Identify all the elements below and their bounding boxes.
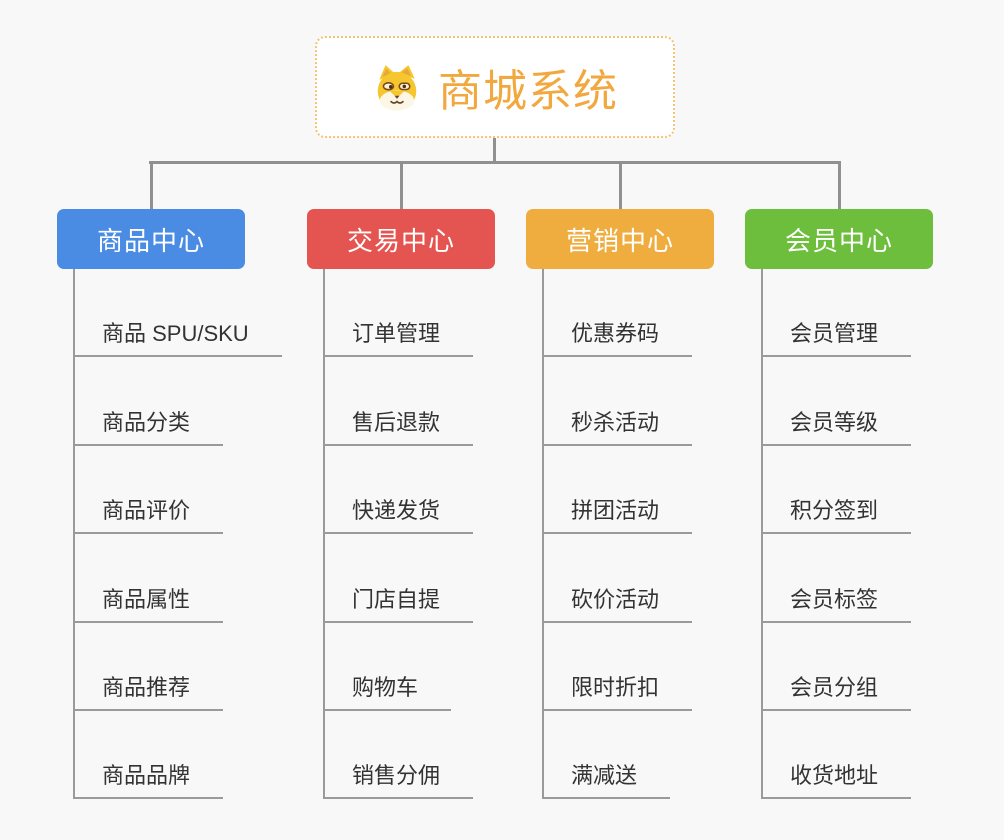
leaf-node[interactable]: 会员标签 bbox=[761, 582, 912, 623]
connector-horizontal bbox=[149, 161, 840, 164]
leaf-node[interactable]: 拼团活动 bbox=[542, 493, 693, 535]
leaf-node[interactable]: 商品属性 bbox=[73, 582, 224, 623]
connector-trunk bbox=[493, 138, 496, 164]
leaf-slot: 会员等级 bbox=[745, 357, 995, 446]
leaf-node[interactable]: 门店自提 bbox=[323, 582, 474, 623]
leaf-slot: 商品 SPU/SKU bbox=[57, 269, 307, 358]
branch-node-2[interactable]: 营销中心 bbox=[526, 209, 714, 269]
leaf-node[interactable]: 购物车 bbox=[323, 670, 452, 711]
leaf-node[interactable]: 优惠券码 bbox=[542, 316, 693, 358]
leaf-slot: 订单管理 bbox=[307, 269, 557, 358]
leaf-node[interactable]: 满减送 bbox=[542, 758, 671, 800]
leaf-slot: 会员分组 bbox=[745, 623, 995, 711]
leaf-slot: 砍价活动 bbox=[526, 534, 776, 623]
branch-node-1[interactable]: 交易中心 bbox=[307, 209, 495, 269]
leaf-slot: 门店自提 bbox=[307, 534, 557, 623]
leaf-node[interactable]: 快递发货 bbox=[323, 493, 474, 535]
leaf-node[interactable]: 销售分佣 bbox=[323, 758, 474, 800]
leaf-slot: 积分签到 bbox=[745, 446, 995, 535]
column-vline bbox=[761, 269, 763, 799]
leaf-slot: 会员管理 bbox=[745, 269, 995, 358]
leaf-slot: 秒杀活动 bbox=[526, 357, 776, 446]
leaf-node[interactable]: 秒杀活动 bbox=[542, 405, 693, 446]
branch-column-0: 商品 SPU/SKU 商品分类商品评价商品属性商品推荐商品品牌 bbox=[57, 269, 307, 800]
leaf-slot: 商品评价 bbox=[57, 446, 307, 535]
leaf-node[interactable]: 收货地址 bbox=[761, 758, 912, 800]
branch-node-3[interactable]: 会员中心 bbox=[745, 209, 933, 269]
column-vline bbox=[542, 269, 544, 799]
leaf-node[interactable]: 商品品牌 bbox=[73, 758, 224, 800]
leaf-node[interactable]: 会员等级 bbox=[761, 405, 912, 446]
leaf-node[interactable]: 商品评价 bbox=[73, 493, 224, 535]
root-node[interactable]: 商城系统 bbox=[315, 36, 675, 138]
column-vline bbox=[323, 269, 325, 799]
leaf-slot: 限时折扣 bbox=[526, 623, 776, 711]
root-title: 商城系统 bbox=[438, 67, 618, 116]
leaf-node[interactable]: 砍价活动 bbox=[542, 582, 693, 623]
leaf-node[interactable]: 会员分组 bbox=[761, 670, 912, 711]
connector-drop bbox=[837, 161, 841, 210]
leaf-slot: 收货地址 bbox=[745, 711, 995, 800]
leaf-node[interactable]: 商品 SPU/SKU bbox=[73, 316, 282, 358]
leaf-node[interactable]: 商品推荐 bbox=[73, 670, 224, 711]
leaf-slot: 商品品牌 bbox=[57, 711, 307, 800]
leaf-node[interactable]: 商品分类 bbox=[73, 405, 224, 446]
connector-drop bbox=[399, 161, 403, 210]
leaf-slot: 满减送 bbox=[526, 711, 776, 800]
column-vline bbox=[73, 269, 75, 799]
branch-column-2: 优惠券码秒杀活动拼团活动砍价活动限时折扣满减送 bbox=[526, 269, 776, 800]
branch-column-3: 会员管理会员等级积分签到会员标签会员分组收货地址 bbox=[745, 269, 995, 800]
leaf-slot: 购物车 bbox=[307, 623, 557, 711]
leaf-slot: 商品推荐 bbox=[57, 623, 307, 711]
leaf-slot: 商品属性 bbox=[57, 534, 307, 623]
leaf-node[interactable]: 积分签到 bbox=[761, 493, 912, 535]
branch-column-1: 订单管理售后退款快递发货门店自提购物车销售分佣 bbox=[307, 269, 557, 800]
connector-drop bbox=[149, 161, 153, 210]
leaf-node[interactable]: 限时折扣 bbox=[542, 670, 693, 711]
leaf-slot: 售后退款 bbox=[307, 357, 557, 446]
leaf-slot: 拼团活动 bbox=[526, 446, 776, 535]
shiba-dog-icon bbox=[377, 65, 417, 111]
branch-node-0[interactable]: 商品中心 bbox=[57, 209, 245, 269]
leaf-slot: 会员标签 bbox=[745, 534, 995, 623]
leaf-node[interactable]: 订单管理 bbox=[323, 316, 474, 358]
leaf-slot: 销售分佣 bbox=[307, 711, 557, 800]
leaf-slot: 优惠券码 bbox=[526, 269, 776, 358]
leaf-node[interactable]: 会员管理 bbox=[761, 316, 912, 358]
leaf-node[interactable]: 售后退款 bbox=[323, 405, 474, 446]
connector-drop bbox=[618, 161, 622, 210]
leaf-slot: 快递发货 bbox=[307, 446, 557, 535]
leaf-slot: 商品分类 bbox=[57, 357, 307, 446]
